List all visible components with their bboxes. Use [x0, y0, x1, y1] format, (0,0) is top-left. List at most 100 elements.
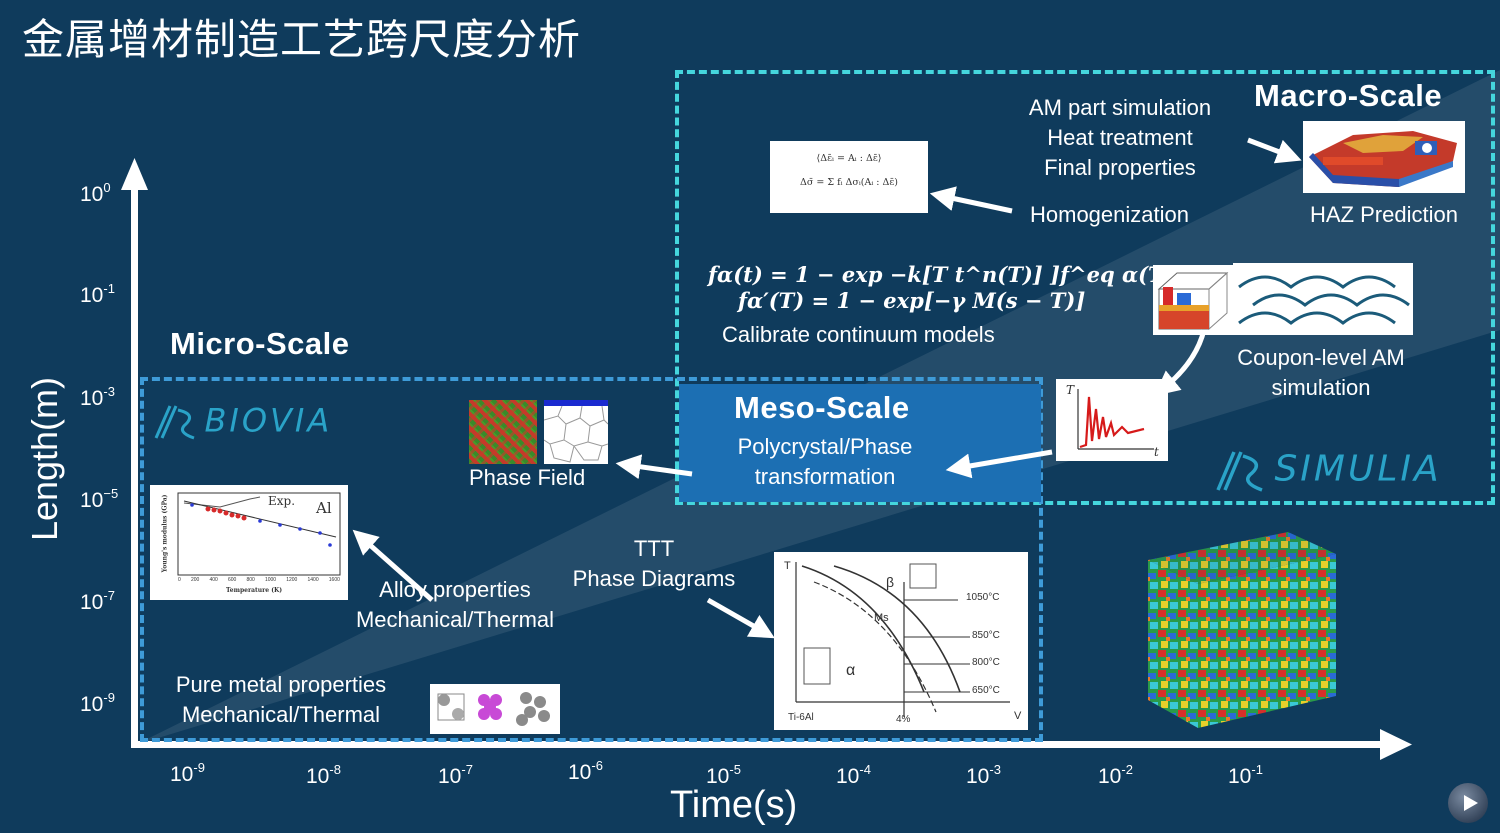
formula-line: ⟨Δε̄ᵢ = Aᵢ : Δε̄⟩ [816, 153, 882, 164]
play-button-icon[interactable] [1448, 783, 1488, 823]
am-part-line: Heat treatment [1047, 125, 1193, 150]
ttt-diagram: T V β α Ms 1050°C 850°C 800°C 650°C Ti-6… [774, 552, 1028, 730]
haz-prediction-label: HAZ Prediction [1310, 202, 1458, 227]
x-tick: 10-2 [1098, 762, 1133, 788]
am-part-line: Final properties [1044, 155, 1196, 180]
am-part-label: AM part simulation Heat treatment Final … [1020, 93, 1220, 183]
ds-logo-icon [1216, 451, 1263, 492]
x-tick: 10-5 [706, 762, 741, 788]
haz-prediction-image [1303, 121, 1465, 193]
y-axis-arrow [121, 158, 148, 190]
pure-line: Mechanical/Thermal [181, 702, 381, 727]
alloy-xlabel: Temperature (K) [226, 587, 283, 594]
alloy-x-tick: 1600 [328, 577, 340, 583]
x-axis-label: Time(s) [670, 784, 798, 826]
ttt-phase-beta: β [886, 574, 895, 590]
ttt-temp: 650°C [972, 685, 1000, 696]
formula-line: Δσ̄ = Σ fᵢ Δσᵢ(Aᵢ : Δε̄) [800, 177, 898, 188]
ttt-alloy: Ti-6Al [788, 712, 814, 723]
y-tick: 100 [80, 180, 111, 206]
meso-line: Polycrystal/Phase [737, 434, 913, 459]
alloy-x-ticks: 0 200 400 600 800 1000 1200 1400 1600 [178, 577, 340, 583]
am-part-line: AM part simulation [1028, 95, 1212, 120]
alloy-x-tick: 600 [227, 577, 237, 583]
alloy-element: Al [316, 499, 332, 517]
ttt-temp: 850°C [972, 630, 1000, 641]
thermal-y-axis-label: T [1066, 383, 1075, 397]
alloy-x-tick: 200 [190, 577, 200, 583]
x-axis-line [131, 741, 1386, 748]
x-axis-arrow [1380, 729, 1412, 760]
meso-scale-box [679, 384, 1041, 502]
homogenization-label: Homogenization [1030, 202, 1189, 227]
grain-structure-cube [1138, 530, 1338, 730]
x-tick: 10-1 [1228, 762, 1263, 788]
meso-line: transformation [754, 464, 896, 489]
y-tick: 10−5 [80, 486, 119, 512]
macro-scale-title: Macro-Scale [1254, 78, 1443, 113]
y-axis-label: Length(m) [24, 376, 65, 542]
alloy-legend-exp: Exp. [268, 494, 296, 508]
pure-metal-atoms-image [430, 684, 560, 734]
simulia-brand: SIMULIA [1274, 448, 1442, 490]
coupon-line: simulation [1271, 375, 1371, 400]
pure-line: Pure metal properties [175, 672, 387, 697]
ttt-x-axis: V [1014, 710, 1022, 722]
alloy-properties-chart: Exp. Al Temperature (K) Young's modulus … [150, 485, 348, 600]
ds-logo-icon [154, 405, 195, 440]
y-tick: 10-3 [80, 384, 115, 410]
ttt-line: TTT [633, 536, 675, 561]
coupon-label: Coupon-level AM simulation [1226, 343, 1416, 403]
pure-metal-label: Pure metal properties Mechanical/Thermal [166, 670, 396, 730]
alloy-label: Alloy properties Mechanical/Thermal [346, 575, 564, 635]
alloy-x-tick: 400 [209, 577, 218, 583]
calibrate-label: Calibrate continuum models [722, 322, 995, 347]
ttt-y-axis: T [784, 560, 791, 572]
kjma-formula-1: fα(t) = 1 − exp −k[T t^n(T)] ]f^eq α(T) [708, 262, 1174, 287]
x-tick: 10-9 [170, 760, 205, 786]
homogenization-formula-panel: ⟨Δε̄ᵢ = Aᵢ : Δε̄⟩ Δσ̄ = Σ fᵢ Δσᵢ(Aᵢ : Δε… [770, 141, 928, 213]
alloy-x-tick: 0 [178, 577, 181, 583]
thermal-x-axis-label: t [1154, 445, 1159, 459]
micro-scale-box [140, 377, 1043, 742]
ttt-temp: 800°C [972, 657, 1000, 668]
ttt-temp: 1050°C [966, 592, 1000, 603]
coupon-line: Coupon-level AM [1237, 345, 1405, 370]
y-tick: 10-9 [80, 690, 115, 716]
y-axis-line [131, 180, 138, 748]
x-tick: 10-8 [306, 762, 341, 788]
x-tick: 10-3 [966, 762, 1001, 788]
alloy-x-tick: 1200 [286, 577, 298, 583]
y-tick: 10-7 [80, 588, 115, 614]
x-tick: 10-4 [836, 762, 871, 788]
ttt-ms: Ms [874, 612, 889, 624]
meso-label: Polycrystal/Phase transformation [720, 432, 930, 492]
simulia-logo: SIMULIA [1212, 444, 1442, 494]
kjma-formula-2: fα′(T) = 1 − exp[−γ M(s − T)] [738, 288, 1086, 313]
phase-field-image-2 [543, 400, 609, 464]
biovia-logo: BIOVIA [150, 398, 332, 443]
alloy-x-tick: 1400 [307, 577, 319, 583]
alloy-x-tick: 800 [246, 577, 255, 583]
alloy-line: Alloy properties [379, 577, 531, 602]
phase-field-image-1 [469, 400, 537, 464]
x-tick: 10-7 [438, 762, 473, 788]
thermal-history-plot: T t [1056, 379, 1168, 461]
page-title: 金属增材制造工艺跨尺度分析 [22, 15, 582, 64]
ttt-label: TTT Phase Diagrams [562, 534, 746, 594]
alloy-ylabel: Young's modulus (GPa) [161, 494, 169, 573]
micro-scale-title: Micro-Scale [170, 326, 350, 361]
coupon-melt-pool-image [1233, 263, 1413, 335]
meso-scale-title: Meso-Scale [734, 390, 910, 425]
phase-field-label: Phase Field [469, 465, 586, 490]
y-tick: 10-1 [80, 281, 115, 307]
biovia-brand: BIOVIA [204, 401, 333, 440]
alloy-x-tick: 1000 [264, 577, 277, 583]
macro-scale-box [675, 70, 1495, 505]
ttt-line: Phase Diagrams [572, 566, 736, 591]
ttt-phase-alpha: α [846, 662, 856, 679]
alloy-line: Mechanical/Thermal [355, 607, 555, 632]
ttt-pct: 4% [896, 714, 911, 725]
coupon-3d-image [1153, 265, 1233, 335]
